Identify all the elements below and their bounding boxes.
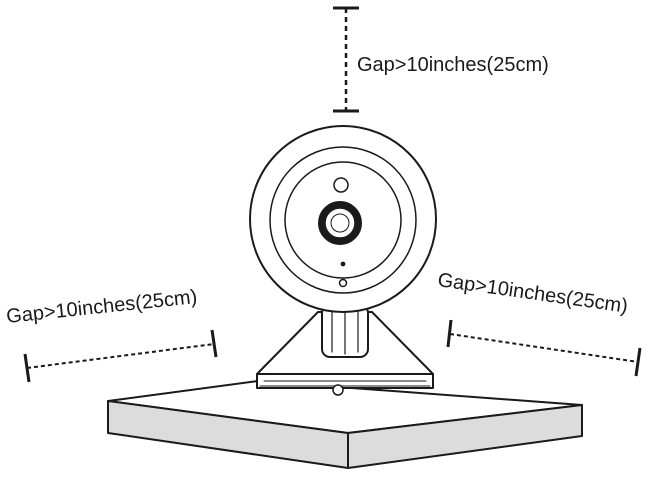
stand-screw: [332, 384, 344, 396]
left-gap-label: Gap>10inches(25cm): [5, 286, 198, 328]
top-gap-marker: [333, 6, 359, 113]
camera-lens-glass: [330, 213, 350, 233]
left-gap-marker: [23, 329, 218, 383]
camera-status-led: [340, 261, 346, 267]
camera-light-sensor: [333, 177, 349, 193]
camera-head: [249, 125, 437, 313]
top-gap-label: Gap>10inches(25cm): [357, 54, 549, 76]
camera-stand: [256, 304, 434, 396]
platform: [107, 380, 583, 469]
right-gap-marker: [446, 319, 642, 377]
platform-right-side: [347, 404, 583, 469]
camera-reset-button: [338, 278, 348, 288]
right-gap-label: Gap>10inches(25cm): [436, 269, 629, 317]
